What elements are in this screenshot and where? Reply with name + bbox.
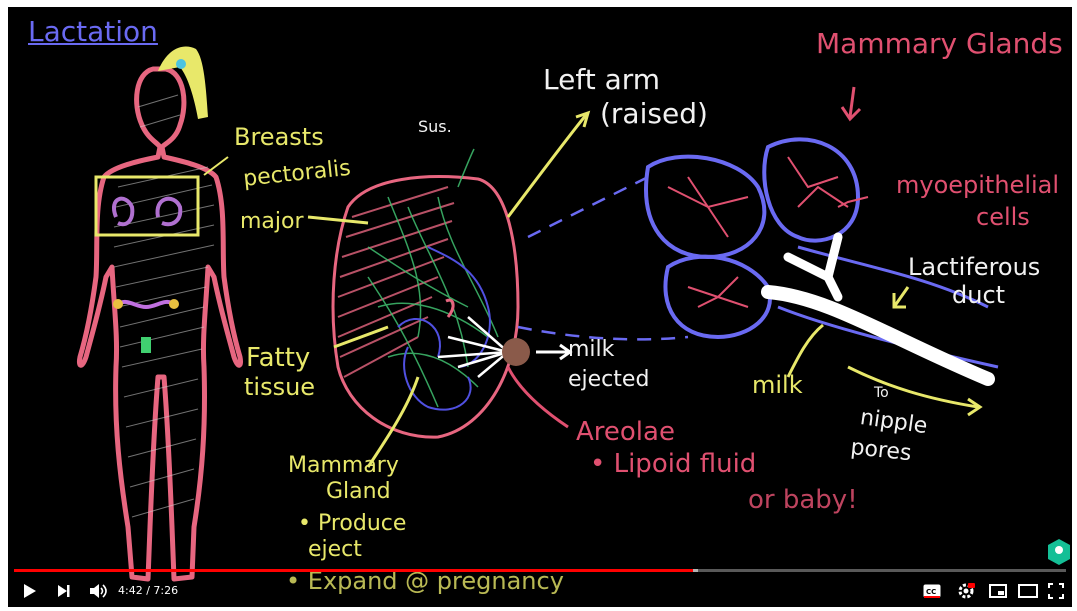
annotation-to: To — [874, 385, 889, 401]
fullscreen-button[interactable] — [1044, 579, 1068, 603]
time-display: 4:42 / 7:26 — [118, 584, 178, 597]
video-player[interactable]: Lactation Breasts pectoralis major Sus. … — [8, 7, 1072, 607]
progress-bar[interactable] — [14, 569, 1066, 572]
annotation-major: major — [240, 209, 304, 234]
miniplayer-icon — [989, 584, 1007, 598]
annotation-eject: eject — [308, 537, 362, 562]
annotation-mammary-gland-1: Mammary — [288, 453, 399, 478]
breast-cross-section — [333, 149, 570, 437]
annotation-raised: (raised) — [600, 97, 708, 130]
captions-icon: CC — [923, 584, 941, 598]
annotation-lactiferous: Lactiferous — [908, 253, 1040, 281]
hair-tie — [176, 59, 186, 69]
body-figure — [79, 69, 240, 579]
progress-played — [14, 569, 693, 572]
play-icon — [23, 583, 37, 599]
miniplayer-button[interactable] — [986, 579, 1010, 603]
svg-text:CC: CC — [926, 588, 936, 596]
annotation-mammary-glands: Mammary Glands — [816, 27, 1063, 60]
play-button[interactable] — [18, 579, 42, 603]
khan-academy-logo — [1048, 539, 1070, 565]
video-frame[interactable] — [8, 7, 1072, 607]
player-controls: 4:42 / 7:26 CC — [8, 575, 1072, 607]
next-icon — [57, 584, 71, 598]
annotation-for-baby: or baby! — [748, 485, 858, 515]
next-button[interactable] — [52, 579, 76, 603]
annotation-tissue: tissue — [244, 373, 315, 401]
annotation-breasts: Breasts — [234, 123, 324, 151]
annotation-duct: duct — [952, 281, 1005, 309]
captions-button[interactable]: CC — [920, 579, 944, 603]
annotation-title: Lactation — [28, 15, 158, 48]
annotation-areolae: Areolae — [576, 417, 675, 447]
annotation-cells: cells — [976, 203, 1030, 231]
settings-icon — [957, 582, 975, 600]
settings-button[interactable] — [954, 579, 978, 603]
annotation-milk-ejected-1: milk — [568, 337, 614, 362]
annotation-myoepithelial: myoepithelial — [896, 171, 1059, 199]
volume-icon — [89, 583, 107, 599]
volume-button[interactable] — [86, 579, 110, 603]
theater-button[interactable] — [1016, 579, 1040, 603]
fullscreen-icon — [1048, 583, 1064, 599]
annotation-milk: milk — [752, 371, 803, 399]
annotation-produce: • Produce — [298, 511, 406, 536]
annotation-sus: Sus. — [418, 117, 452, 136]
annotation-milk-ejected-2: ejected — [568, 367, 649, 392]
annotation-lipoid-fluid: • Lipoid fluid — [590, 449, 756, 479]
theater-icon — [1018, 584, 1038, 598]
breast-box — [96, 177, 198, 235]
annotation-mammary-gland-2: Gland — [326, 479, 391, 504]
annotation-left-arm: Left arm — [543, 63, 660, 96]
annotation-fatty: Fatty — [246, 343, 310, 373]
